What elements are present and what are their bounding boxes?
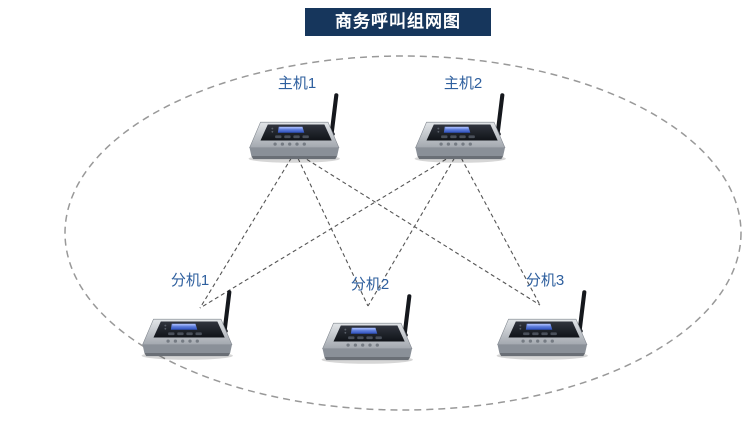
call-station-icon: [321, 294, 413, 364]
device-extension-2: 分机2: [315, 276, 425, 367]
device-label-extension-2: 分机2: [350, 276, 390, 293]
device-extension-3: 分机3: [490, 272, 600, 363]
connection-host2-ext3: [457, 151, 541, 306]
network-boundary-ellipse: [64, 55, 742, 411]
connection-host2-ext1: [199, 151, 459, 309]
diagram-title: 商务呼叫组网图: [305, 8, 491, 36]
device-label-host-2: 主机2: [443, 75, 483, 92]
connection-host1-ext3: [294, 151, 541, 306]
device-extension-1: 分机1: [135, 272, 245, 363]
device-host-1: 主机1: [242, 75, 352, 166]
call-station-icon: [496, 290, 588, 360]
device-host-2: 主机2: [408, 75, 518, 166]
device-label-host-1: 主机1: [277, 75, 317, 92]
device-label-extension-3: 分机3: [525, 272, 565, 289]
call-station-icon: [414, 93, 506, 163]
connection-host2-ext2: [367, 151, 459, 307]
connection-host1-ext1: [199, 151, 296, 309]
call-station-icon: [248, 93, 340, 163]
call-station-icon: [141, 290, 233, 360]
device-label-extension-1: 分机1: [170, 272, 210, 289]
